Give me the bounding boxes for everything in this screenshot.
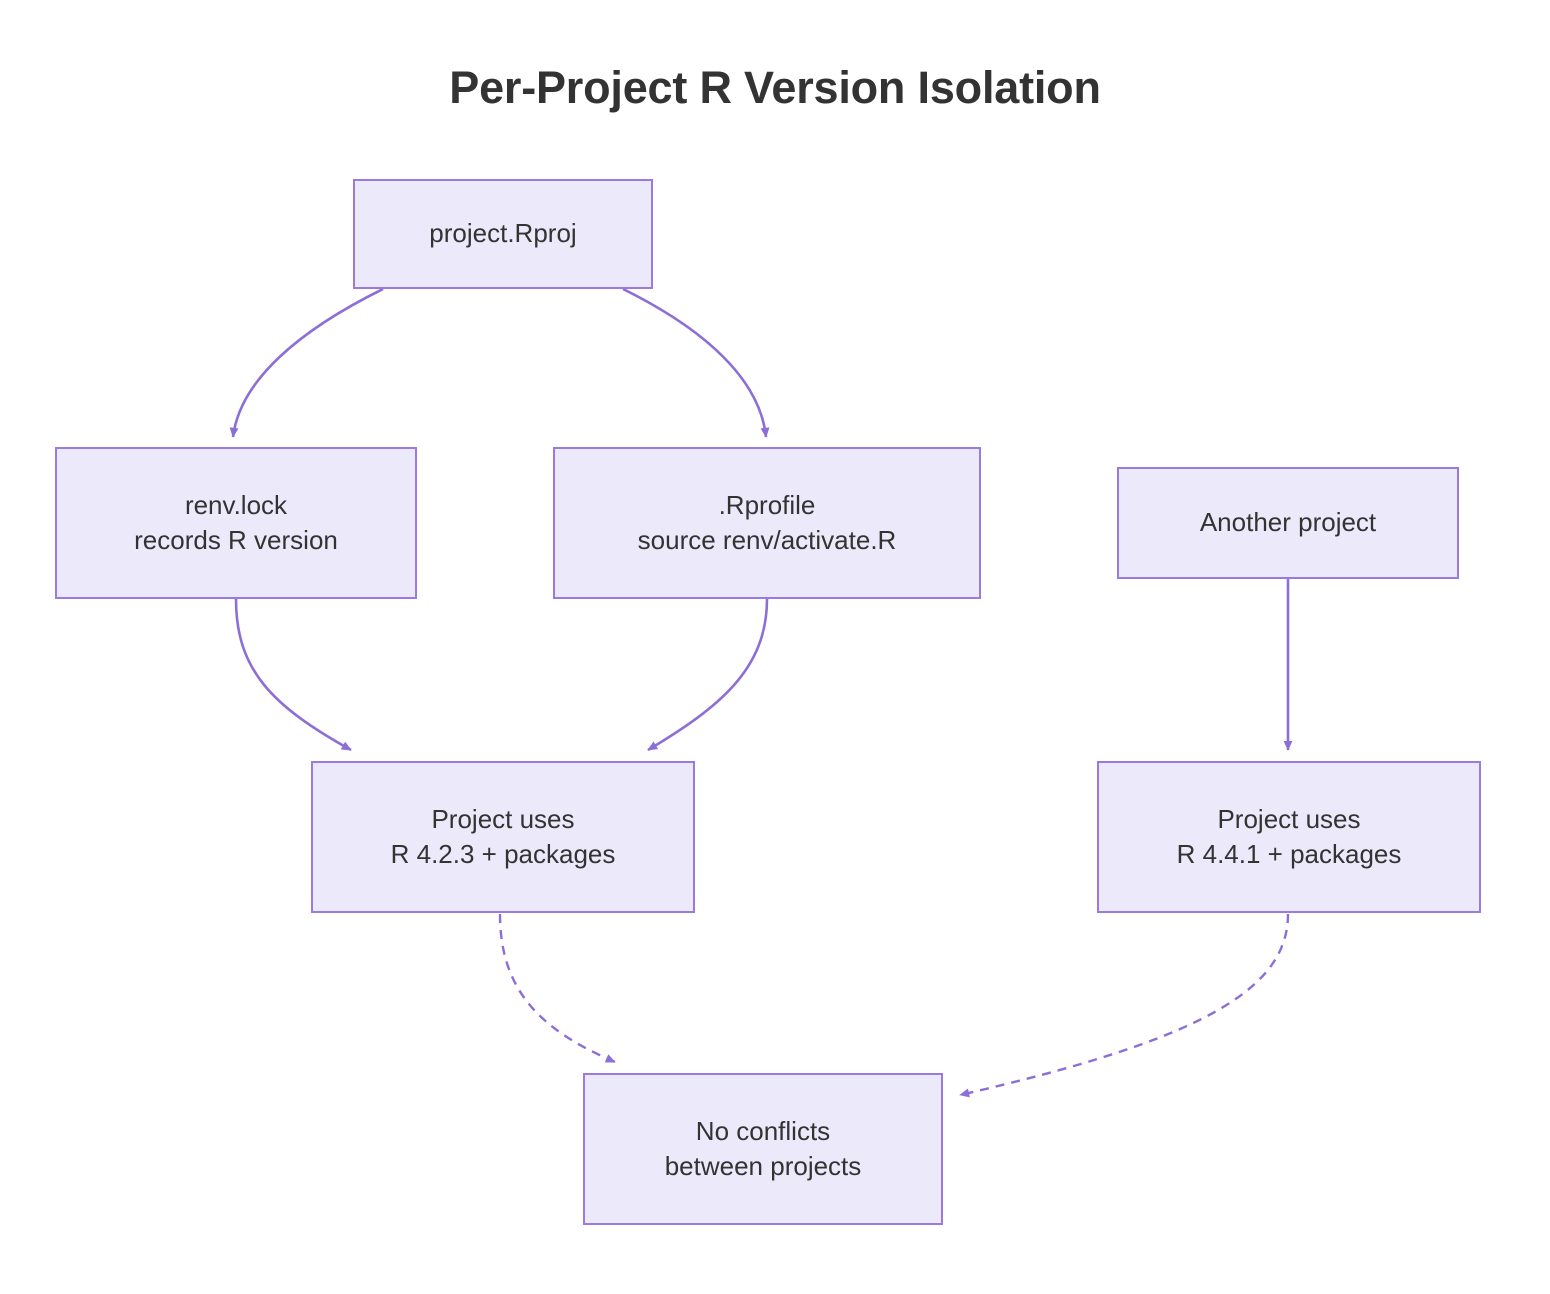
node-another-project[interactable]: Another project (1117, 467, 1459, 579)
node-label-line: No conflicts (695, 1115, 831, 1146)
node-label-line: Another project (1199, 507, 1377, 538)
edge-uses441-to-noconflict (959, 913, 1290, 1098)
node-label-line: between projects (664, 1151, 862, 1181)
node-label-line: renv.lock (184, 489, 288, 520)
node-label-line: source renv/activate.R (637, 525, 897, 555)
node-label-line: R 4.4.1 + packages (1176, 839, 1402, 869)
node-label-line: Project uses (1217, 803, 1361, 834)
edge-renvlock-to-uses423 (234, 598, 352, 752)
node-renv-lock[interactable]: renv.lock records R version (55, 447, 417, 599)
edge-rproj-to-renvlock (229, 287, 384, 438)
node-project-uses-r423[interactable]: Project uses R 4.2.3 + packages (311, 761, 695, 913)
edge-rprofile-to-uses423 (647, 598, 769, 752)
edge-rproj-to-rprofile (622, 287, 770, 438)
node-no-conflicts[interactable]: No conflicts between projects (583, 1073, 943, 1225)
node-label-line: Project uses (431, 803, 575, 834)
edge-uses423-to-noconflict (498, 913, 616, 1064)
node-label-line: R 4.2.3 + packages (390, 839, 616, 869)
node-project-uses-r441[interactable]: Project uses R 4.4.1 + packages (1097, 761, 1481, 913)
node-label-line: .Rprofile (718, 489, 816, 520)
node-label-line: project.Rproj (429, 218, 577, 249)
node-label-line: records R version (134, 525, 338, 555)
node-rprofile[interactable]: .Rprofile source renv/activate.R (553, 447, 981, 599)
diagram-title: Per-Project R Version Isolation (449, 62, 1101, 113)
node-project-rproj[interactable]: project.Rproj (353, 179, 653, 289)
